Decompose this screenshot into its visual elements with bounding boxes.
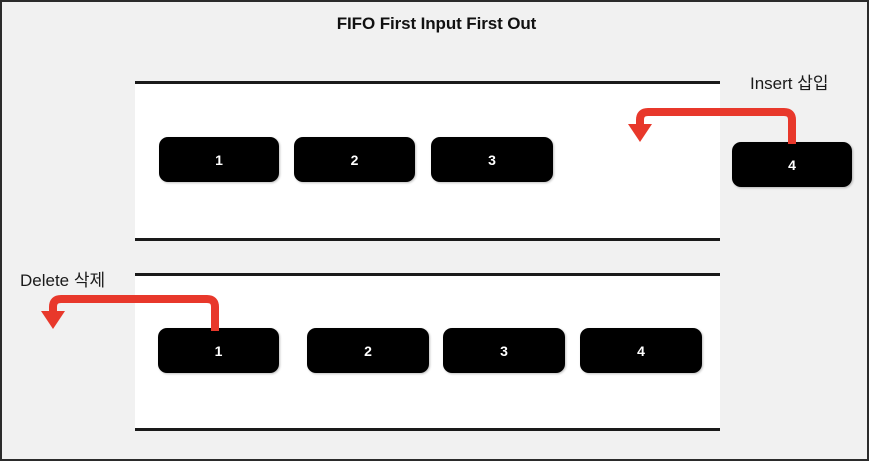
delete-queue-item-1: 1 xyxy=(158,328,279,373)
insert-queue-item-2: 2 xyxy=(294,137,415,182)
delete-label: Delete 삭제 xyxy=(20,271,106,290)
delete-arrow xyxy=(41,295,219,331)
delete-queue-item-3: 3 xyxy=(443,328,565,373)
delete-queue-item-2: 2 xyxy=(307,328,429,373)
delete-queue-item-4: 4 xyxy=(580,328,702,373)
panel-bottom-rule xyxy=(135,428,720,431)
panel-top-rule xyxy=(135,273,720,276)
page-title: FIFO First Input First Out xyxy=(336,14,537,33)
panel-top-rule xyxy=(135,81,720,84)
insert-incoming-item-4: 4 xyxy=(732,142,852,187)
insert-queue-item-3: 3 xyxy=(431,137,553,182)
insert-queue-item-1: 1 xyxy=(159,137,279,182)
insert-label: Insert 삽입 xyxy=(750,74,829,93)
insert-arrow xyxy=(628,108,796,144)
panel-bottom-rule xyxy=(135,238,720,241)
